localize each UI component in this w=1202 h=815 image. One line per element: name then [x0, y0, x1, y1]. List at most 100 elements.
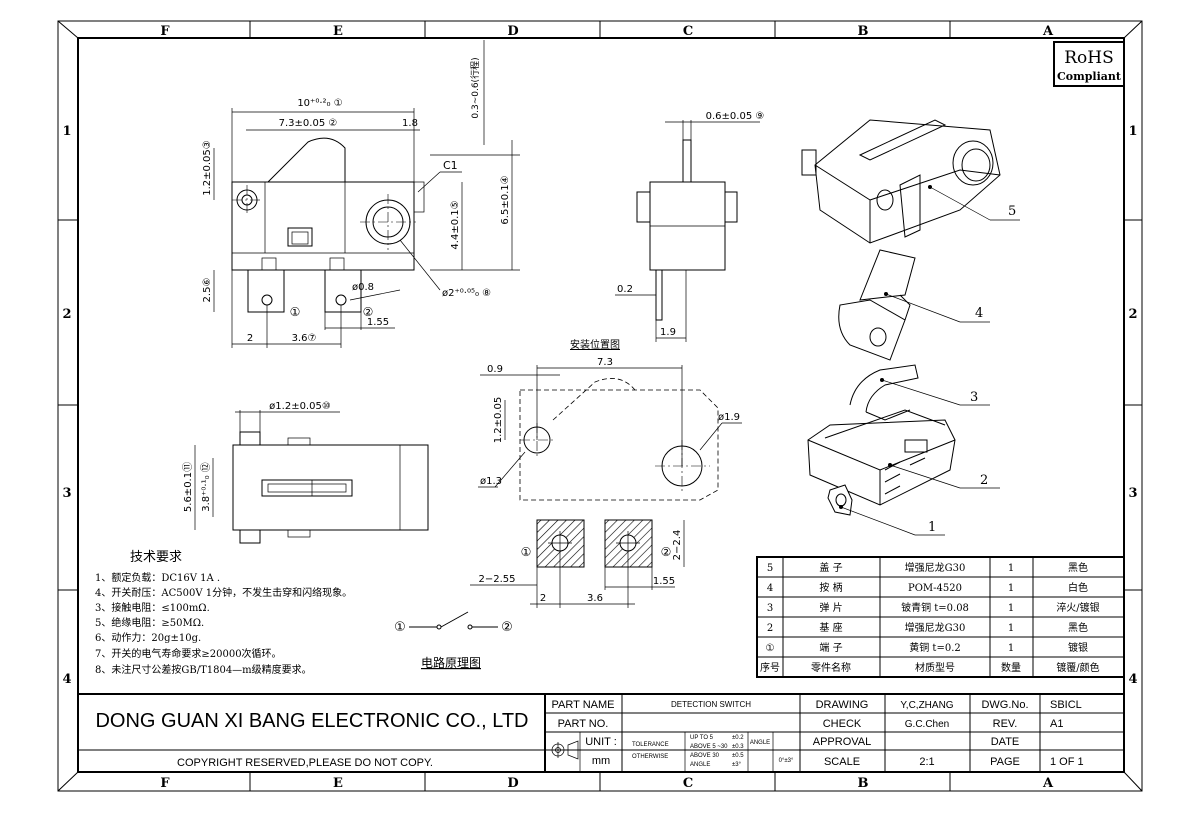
dim-label: 1.8: [402, 118, 418, 129]
tol-range: UP TO 5: [690, 735, 714, 741]
zone-label: E: [333, 24, 343, 39]
part-base: 2: [807, 409, 1000, 506]
label: APPROVAL: [813, 736, 872, 748]
mount-title: 安装位置图: [570, 338, 620, 351]
bom-cell: 端 子: [819, 641, 842, 654]
dim-label: 1.2±0.05③: [202, 140, 213, 196]
dwg-number: SBICL: [1050, 699, 1082, 711]
dim-label: 3.6: [587, 593, 603, 604]
exploded-view: 5 4 3: [801, 119, 1020, 536]
dim-label: 3.8⁺⁰·¹₀ ⑫: [200, 462, 212, 512]
zone-label: 2: [62, 307, 71, 322]
dim-label: 7.3: [597, 357, 613, 368]
dim-label: 2.5⑥: [202, 278, 213, 303]
zone-numbers: 1 2 3 4 1 2 3 4: [62, 124, 1137, 687]
zone-label: 1: [62, 124, 71, 139]
dim-label: 2−2.55: [478, 574, 515, 585]
part-name: DETECTION SWITCH: [671, 700, 751, 709]
bom-cell: ①: [766, 643, 775, 654]
bom-cell: 黄铜 t=0.2: [909, 641, 960, 654]
pin-label: ①: [290, 305, 301, 319]
dim-label: 1.55: [653, 576, 675, 587]
front-view: 10⁺⁰·²₀ ① 7.3±0.05 ② 1.8 1.2±0.05③ 2.5⑥ …: [202, 40, 520, 348]
dim-label: 1.9: [660, 327, 676, 338]
copyright: COPYRIGHT RESERVED,PLEASE DO NOT COPY.: [177, 757, 433, 769]
tech-line: 4、开关耐压：AC500V 1分钟，不发生击穿和闪络现象。: [95, 586, 352, 599]
bom-cell: 弹 片: [819, 601, 842, 614]
bom-cell: 1: [1008, 643, 1014, 654]
part-callout: 1: [928, 520, 936, 535]
zone-label: C: [683, 24, 693, 39]
bom-cell: 1: [1008, 623, 1014, 634]
zone-label: D: [507, 776, 518, 791]
pin-label: ②: [661, 545, 672, 559]
part-terminal: 1: [827, 484, 945, 536]
bom-cell: 增强尼龙G30: [905, 621, 966, 634]
pin-label: ②: [363, 305, 374, 319]
bom-table: 5 盖 子 增强尼龙G30 1 黑色 4 按 柄 POM-4520 1 白色 3…: [756, 556, 1125, 678]
drawer: Y,C,ZHANG: [900, 700, 953, 711]
tech-requirements: 技术要求 1、额定负载：DC16V 1A . 4、开关耐压：AC500V 1分钟…: [95, 550, 352, 676]
dim-label: 1.55: [367, 317, 389, 328]
label: TOLERANCE: [632, 742, 669, 748]
dim-label: ø2⁺⁰·⁰⁵₀ ⑧: [442, 288, 491, 299]
tech-line: 8、未注尺寸公差按GB/T1804—m级精度要求。: [95, 663, 312, 676]
dim-label: 5.6±0.1⑪: [182, 462, 194, 512]
tech-title: 技术要求: [130, 550, 182, 565]
bom-cell: 白色: [1068, 581, 1088, 594]
label: PAGE: [990, 756, 1020, 768]
zone-label: B: [858, 776, 869, 791]
bom-header: 零件名称: [811, 661, 851, 674]
label: REV.: [993, 718, 1018, 730]
drawing-frame: [57, 20, 1143, 792]
zone-label: B: [858, 24, 869, 39]
zone-label: A: [1042, 776, 1054, 791]
label: ANGLE: [750, 740, 770, 746]
tech-line: 1、额定负载：DC16V 1A .: [95, 571, 220, 584]
bom-cell: 增强尼龙G30: [905, 561, 966, 574]
dim-label: ø1.9: [718, 412, 740, 423]
zone-label: 1: [1128, 124, 1137, 139]
zone-label: 3: [62, 486, 71, 501]
tech-line: 7、开关的电气寿命要求≥20000次循环。: [95, 647, 282, 660]
dim-label: 2−2.4: [672, 530, 683, 561]
bom-cell: 黑色: [1068, 561, 1088, 574]
label: DATE: [991, 736, 1020, 748]
zone-label: A: [1042, 24, 1054, 39]
bom-cell: 盖 子: [819, 561, 842, 574]
bom-cell: 基 座: [819, 621, 842, 634]
tech-line: 6、动作力：20g±10g.: [95, 631, 201, 644]
zone-label: D: [507, 24, 518, 39]
angle-value: 0°±3°: [779, 758, 794, 764]
part-callout: 2: [980, 473, 988, 488]
bom-cell: 黑色: [1068, 621, 1088, 634]
bom-cell: 1: [1008, 603, 1014, 614]
part-callout: 4: [975, 306, 983, 321]
tech-line: 5、绝缘电阻：≥50MΩ.: [95, 616, 204, 629]
tol-value: ±0.5: [732, 753, 744, 759]
zone-label: 3: [1128, 486, 1137, 501]
dim-label: 3.6⑦: [292, 333, 317, 344]
part-callout: 3: [970, 390, 978, 405]
tech-line: 3、接触电阻：≤100mΩ.: [95, 601, 210, 614]
zone-letters-bottom: F E D C B A: [160, 776, 1054, 791]
checker: G.C.Chen: [905, 719, 949, 730]
revision: A1: [1050, 718, 1063, 730]
zone-letters-top: F E D C B A: [160, 24, 1054, 39]
dim-label: 0.9: [487, 364, 503, 375]
label: UNIT :: [585, 736, 617, 748]
bom-cell: 4: [767, 583, 773, 594]
dim-label: 1.2±0.05: [493, 397, 504, 444]
dim-label: C1: [443, 159, 458, 172]
bom-header: 材质型号: [915, 661, 955, 674]
rohs-badge: RoHS Compliant: [1053, 41, 1125, 87]
zone-label: F: [160, 776, 170, 791]
label: PART NAME: [552, 699, 615, 711]
pin-label: ①: [521, 545, 532, 559]
zone-label: C: [683, 776, 693, 791]
dim-label: 4.4±0.1⑤: [450, 200, 461, 249]
rohs-subtitle: Compliant: [1057, 70, 1122, 83]
dim-label: 10⁺⁰·²₀ ①: [297, 98, 342, 109]
dim-label: 0.3~0.6(行程): [469, 57, 481, 118]
